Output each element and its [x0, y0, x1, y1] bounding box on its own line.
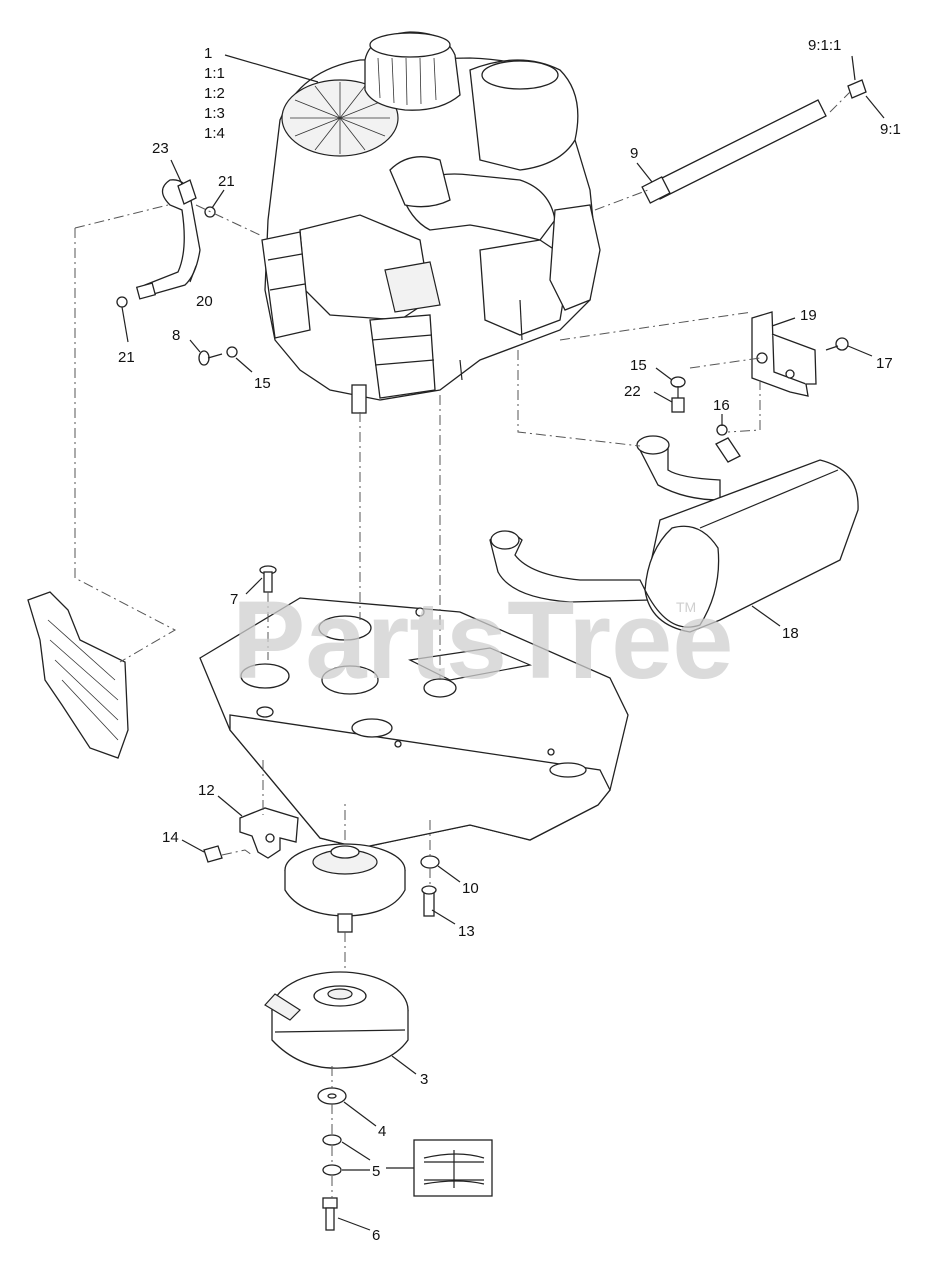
callout-8: 8 — [172, 327, 180, 344]
washer-4[interactable] — [317, 1087, 347, 1105]
callout-labels: 1 1:1 1:2 1:3 1:4 9:1:1 9:1 9 23 21 20 2… — [118, 37, 901, 1244]
callout-17: 17 — [876, 355, 893, 372]
bolt-8-washer-15[interactable] — [198, 346, 238, 366]
callout-18: 18 — [782, 625, 799, 642]
callout-15-right: 15 — [630, 357, 647, 374]
assembly-lines — [74, 91, 851, 1198]
callout-10: 10 — [462, 880, 479, 897]
callout-20: 20 — [196, 293, 213, 310]
washer-15-bolt-22[interactable] — [670, 376, 686, 413]
callout-9-1: 9:1 — [880, 121, 901, 138]
callout-21-bottom: 21 — [118, 349, 135, 366]
tube-9[interactable] — [641, 79, 867, 204]
fuel-line-parts[interactable] — [116, 179, 216, 308]
callout-13: 13 — [458, 923, 475, 940]
nut-14[interactable] — [203, 845, 223, 863]
washers-5[interactable] — [322, 1134, 342, 1176]
callout-3: 3 — [420, 1071, 428, 1088]
callout-21-top: 21 — [218, 173, 235, 190]
bolt-6[interactable] — [322, 1197, 338, 1231]
callout-1: 1 — [204, 45, 212, 62]
callout-5: 5 — [372, 1163, 380, 1180]
leader-lines — [121, 54, 885, 1231]
callout-1-3: 1:3 — [204, 105, 225, 122]
bracket-12[interactable] — [239, 807, 299, 859]
callout-9-1-1: 9:1:1 — [808, 37, 841, 54]
callout-22: 22 — [624, 383, 641, 400]
callout-6: 6 — [372, 1227, 380, 1244]
callout-19: 19 — [800, 307, 817, 324]
callout-7: 7 — [230, 591, 238, 608]
washer-10-bolt-13[interactable] — [420, 855, 440, 917]
callout-16: 16 — [713, 397, 730, 414]
engine-assembly[interactable] — [261, 31, 601, 414]
callout-9: 9 — [630, 145, 638, 162]
callout-23: 23 — [152, 140, 169, 157]
callout-1-4: 1:4 — [204, 125, 225, 142]
callout-4: 4 — [378, 1123, 386, 1140]
bracket-19[interactable] — [751, 311, 849, 397]
watermark-trademark: TM — [676, 599, 696, 615]
pulley[interactable] — [284, 843, 406, 933]
pto-clutch-3[interactable] — [264, 971, 409, 1069]
muffler-18[interactable] — [489, 435, 859, 633]
carriage-bolt-7[interactable] — [259, 565, 277, 593]
clamp-16[interactable] — [715, 424, 741, 463]
callout-1-1: 1:1 — [204, 65, 225, 82]
heat-shield[interactable] — [27, 591, 129, 759]
watermark-text: PartsTree — [232, 579, 733, 702]
callout-14: 14 — [162, 829, 179, 846]
washer-detail-box — [413, 1139, 493, 1197]
callout-12: 12 — [198, 782, 215, 799]
engine-deck-plate[interactable] — [199, 597, 629, 849]
callout-15-left: 15 — [254, 375, 271, 392]
callout-1-2: 1:2 — [204, 85, 225, 102]
